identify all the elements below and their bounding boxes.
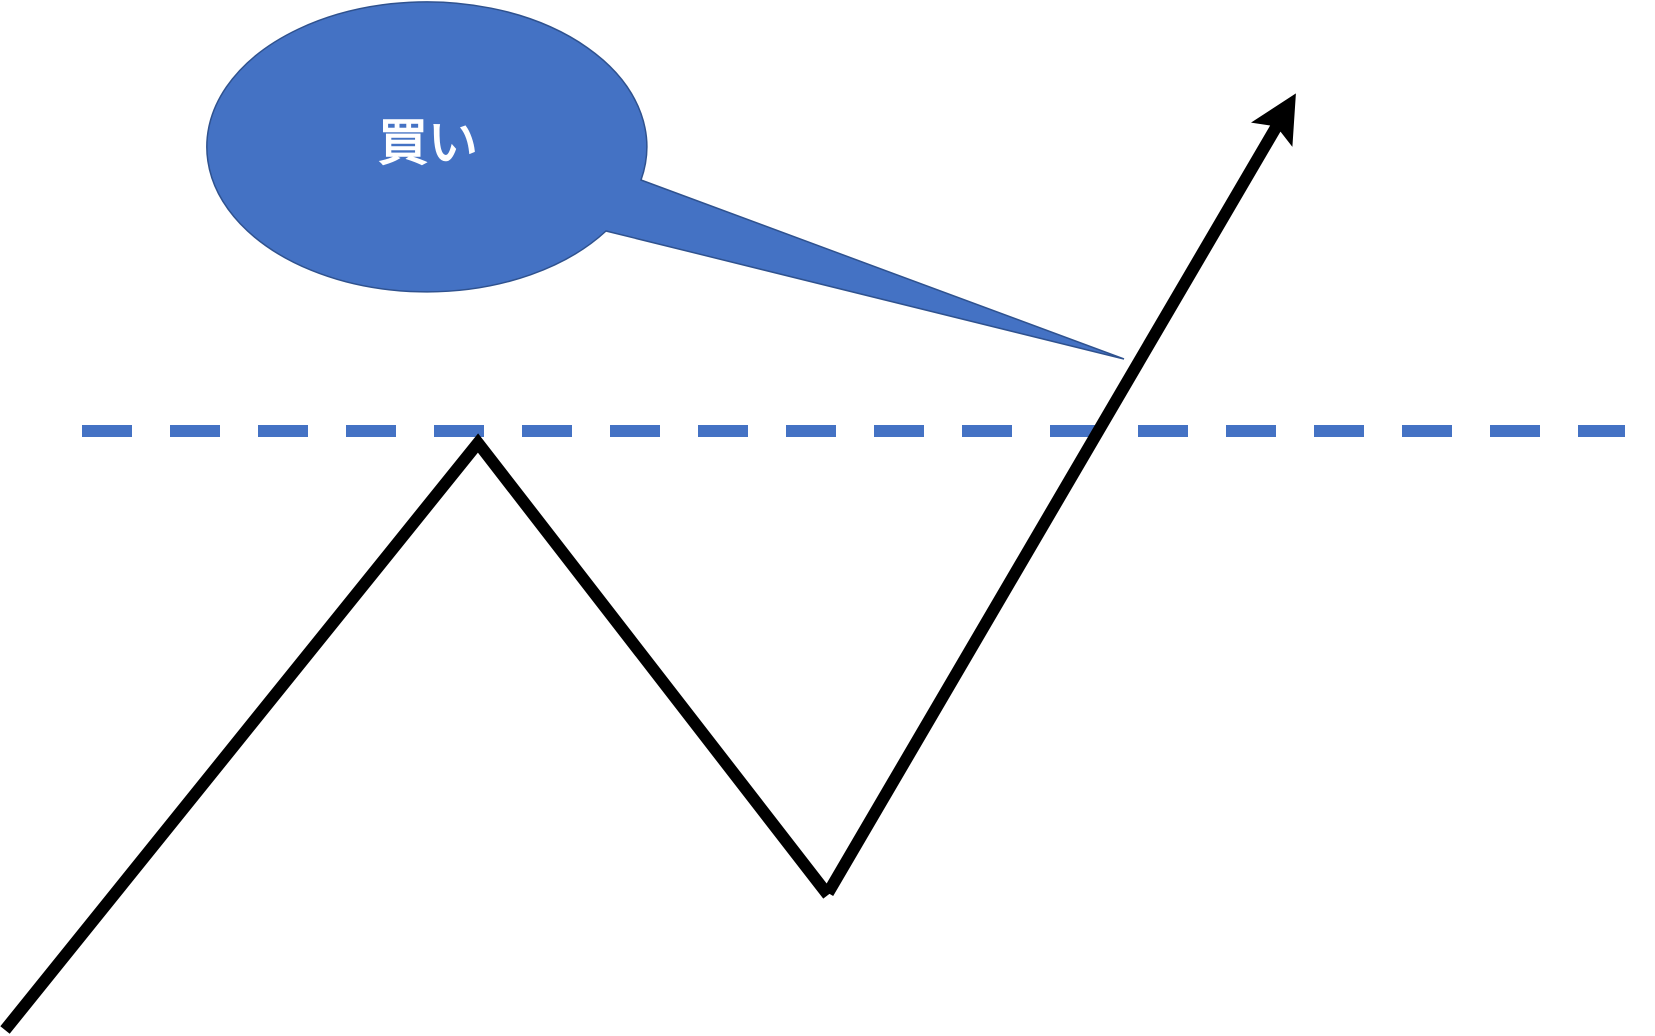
breakout-arrow	[822, 93, 1296, 897]
buy-callout: 買い	[206, 1, 1125, 360]
callout-label: 買い	[378, 114, 478, 172]
price-path	[0, 433, 833, 1034]
callout-bubble	[206, 1, 1125, 360]
